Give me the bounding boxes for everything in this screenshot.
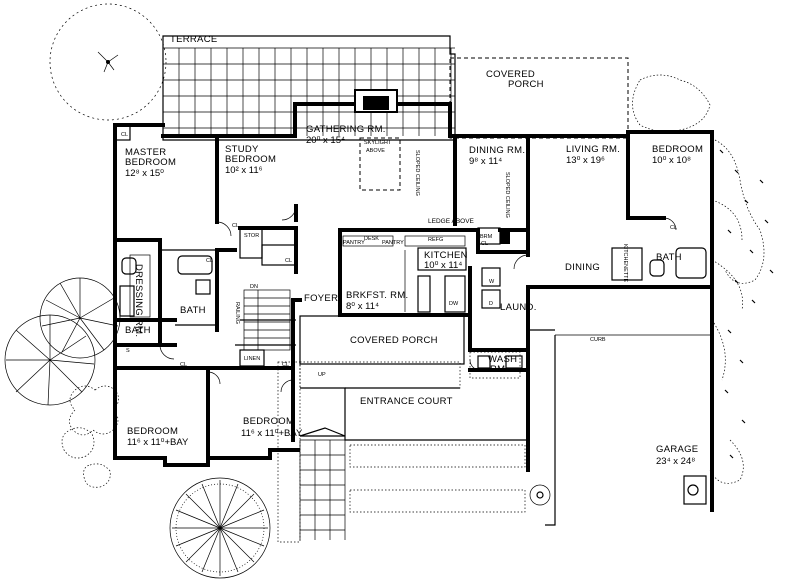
fixtures	[114, 125, 712, 526]
doors	[159, 205, 677, 393]
label-foyer: FOYER	[304, 293, 338, 304]
label-dining: DINING	[565, 262, 600, 273]
label-bedroom-east: BEDROOM	[652, 144, 703, 155]
label-covered-porch-top-2: PORCH	[508, 79, 544, 90]
label-laund: LAUND.	[500, 302, 537, 313]
label-bedroom-s: BEDROOM	[243, 416, 294, 427]
label-w: W	[489, 279, 495, 285]
label-bedroom-sw-dim: 11⁶ x 11⁰+BAY	[127, 437, 189, 448]
label-gathering-rm: GATHERING RM.	[306, 124, 386, 135]
label-covered-porch-top: COVERED	[486, 69, 535, 80]
label-dining-rm: DINING RM.	[469, 145, 525, 156]
garden-ornament	[529, 484, 699, 506]
label-cl-3: CL	[285, 258, 292, 264]
label-kitchenette: KITCHENETTE	[622, 244, 628, 283]
label-dressing-rm: DRESSING RM.	[133, 264, 144, 337]
label-dn: DN	[250, 284, 258, 290]
label-d: D	[489, 301, 493, 307]
label-cl-5: CL	[481, 241, 488, 247]
label-wash: WASH	[488, 354, 517, 365]
label-cl-6: CL	[670, 225, 677, 231]
stair	[243, 289, 291, 351]
label-bath-east: BATH	[656, 252, 682, 263]
label-bath-master: BATH	[180, 305, 206, 316]
label-study-bedroom-2: BEDROOM	[225, 154, 276, 165]
label-gathering-dim: 20⁰ x 15⁴	[306, 135, 345, 146]
label-kitchen-dim: 10⁰ x 11⁴	[424, 260, 462, 271]
shrubs-east	[632, 74, 765, 484]
label-curb: CURB	[590, 337, 606, 343]
label-dw: DW	[449, 301, 459, 307]
label-pantry-2: PANTRY	[382, 240, 404, 246]
label-covered-porch: COVERED PORCH	[350, 335, 438, 346]
covered-porch-top	[449, 57, 629, 139]
label-living-dim: 13⁰ x 19⁶	[566, 155, 605, 166]
label-kitchen: KITCHEN	[424, 250, 468, 261]
label-entrance-court: ENTRANCE COURT	[360, 396, 453, 407]
label-ledge: LEDGE ABOVE	[428, 218, 475, 225]
shrubs-west	[61, 385, 119, 488]
label-study-dim: 10² x 11⁶	[225, 165, 263, 176]
label-bath-west: BATH	[125, 325, 151, 336]
terrace	[162, 35, 456, 141]
label-living-rm: LIVING RM.	[566, 144, 620, 155]
walk-paving	[299, 439, 346, 540]
label-desk: DESK	[364, 236, 379, 242]
label-stor: STOR	[244, 233, 259, 239]
small-labels: CL CL STOR CL CL BRM CL CL CL CL LINEN D…	[121, 132, 677, 378]
label-cl-8: CL	[282, 362, 289, 368]
label-linen: LINEN	[244, 356, 260, 362]
label-garage-dim: 23⁴ x 24⁸	[656, 456, 695, 467]
label-cl-1: CL	[121, 132, 128, 138]
label-wash-2: RM.	[490, 364, 508, 375]
label-bedroom-east-dim: 10⁰ x 10⁸	[652, 155, 691, 166]
label-brkfst: BRKFST. RM.	[346, 290, 408, 301]
label-bedroom-s-dim: 11⁶ x 11⁰+BAY	[241, 428, 303, 439]
label-dining-dim: 9⁸ x 11⁴	[469, 156, 502, 167]
label-brkfst-dim: 8⁰ x 11⁴	[346, 301, 379, 312]
label-cl-2: CL	[232, 223, 239, 229]
label-master-dim: 12⁸ x 15⁰	[125, 168, 164, 179]
label-cl-4: CL	[206, 258, 213, 264]
label-study-bedroom: STUDY	[225, 144, 259, 155]
label-sloped-ceiling: SLOPED CEILING	[414, 150, 420, 196]
label-master-bedroom-2: BEDROOM	[125, 157, 176, 168]
label-pantry-1: PANTRY	[343, 240, 365, 246]
exterior-walls	[113, 89, 714, 512]
label-bedroom-sw: BEDROOM	[127, 426, 178, 437]
label-railing: RAILING	[234, 302, 240, 324]
label-brm: BRM	[480, 234, 493, 240]
shrub-dots-east	[719, 149, 774, 459]
tree-top-left	[49, 3, 167, 121]
label-sloped-ceiling-2: SLOPED CEILING	[504, 172, 510, 218]
label-refg: REFG	[428, 237, 443, 243]
label-garage: GARAGE	[656, 444, 698, 455]
label-terrace: TERRACE	[170, 34, 218, 45]
tree-bottom	[169, 477, 271, 579]
tree-left-group	[4, 277, 121, 406]
label-skylight: SKYLIGHT	[364, 140, 392, 146]
label-skylight-2: ABOVE	[366, 148, 385, 154]
label-cl-7: CL	[180, 362, 187, 368]
label-s: S	[126, 348, 130, 354]
label-up: UP	[318, 372, 326, 378]
label-master-bedroom: MASTER	[125, 147, 166, 158]
room-labels: TERRACE COVERED PORCH MASTER BEDROOM 12⁸…	[125, 34, 703, 467]
